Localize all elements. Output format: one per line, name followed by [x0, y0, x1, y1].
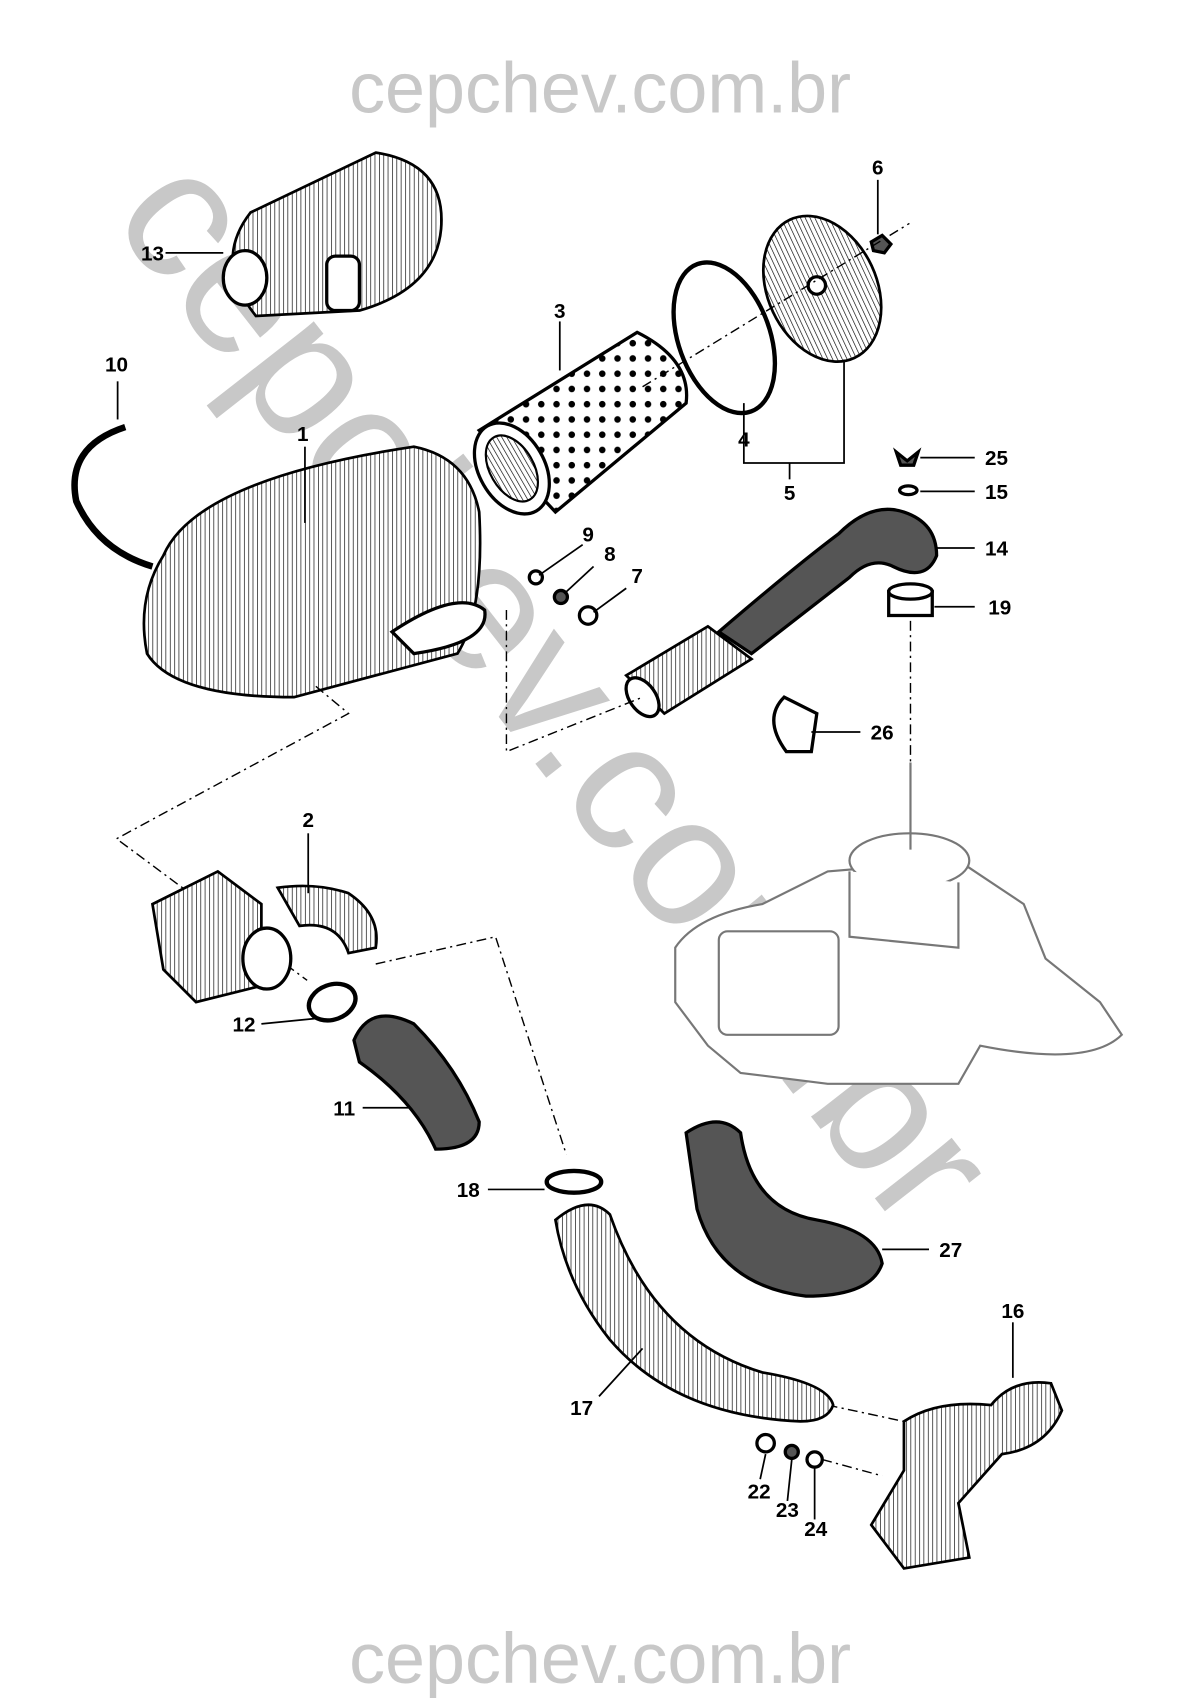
lock-washer-23 — [783, 1443, 800, 1461]
callout-25: 25 — [985, 447, 1008, 470]
washer-9 — [527, 569, 545, 586]
hose-11 — [352, 1014, 481, 1151]
hose-27 — [684, 1120, 884, 1298]
watermark-top: cepchev.com.br — [349, 48, 851, 128]
callout-4: 4 — [738, 429, 750, 452]
callout-1: 1 — [297, 423, 309, 446]
cover — [761, 214, 883, 363]
callout-17: 17 — [570, 1397, 593, 1420]
hose-clamp-12 — [306, 981, 358, 1023]
callout-18: 18 — [457, 1179, 480, 1202]
washer-15 — [897, 484, 919, 497]
washer-24 — [805, 1450, 824, 1469]
callout-6: 6 — [872, 156, 884, 179]
callout-8: 8 — [604, 543, 616, 566]
clamp-18 — [544, 1168, 604, 1195]
callout-22: 22 — [748, 1481, 771, 1504]
callout-5: 5 — [784, 482, 796, 505]
heat-stove — [869, 1381, 1064, 1570]
wing-nut — [869, 233, 894, 255]
flex-hose — [553, 1203, 835, 1423]
callout-19: 19 — [988, 596, 1011, 619]
strap — [71, 423, 154, 570]
clip — [772, 695, 819, 754]
callout-10: 10 — [105, 354, 128, 377]
callout-27: 27 — [939, 1239, 962, 1262]
wing-nut-25 — [893, 447, 922, 467]
callout-26: 26 — [871, 722, 894, 745]
air-cleaner-assembly — [221, 151, 443, 318]
callout-11: 11 — [333, 1097, 355, 1120]
elbow-hose — [624, 507, 939, 719]
callout-2: 2 — [302, 809, 314, 832]
filter-element — [472, 330, 689, 516]
callout-12: 12 — [232, 1014, 255, 1037]
callout-16: 16 — [1001, 1300, 1024, 1323]
callout-7: 7 — [631, 565, 643, 588]
seal — [887, 582, 934, 618]
callout-13: 13 — [141, 242, 164, 265]
nut-7 — [577, 605, 599, 626]
callout-14: 14 — [985, 538, 1009, 561]
callout-24: 24 — [804, 1518, 828, 1541]
watermark-bottom: cepchev.com.br — [349, 1619, 851, 1699]
air-cleaner-housing — [142, 445, 487, 699]
nut-22 — [755, 1432, 776, 1454]
callout-15: 15 — [985, 481, 1008, 504]
callout-23: 23 — [776, 1499, 799, 1522]
callout-3: 3 — [554, 300, 566, 323]
carburetor — [674, 762, 1124, 1085]
callout-9: 9 — [582, 523, 594, 546]
intake-adapter — [150, 869, 378, 1004]
gasket-ring — [671, 260, 778, 416]
